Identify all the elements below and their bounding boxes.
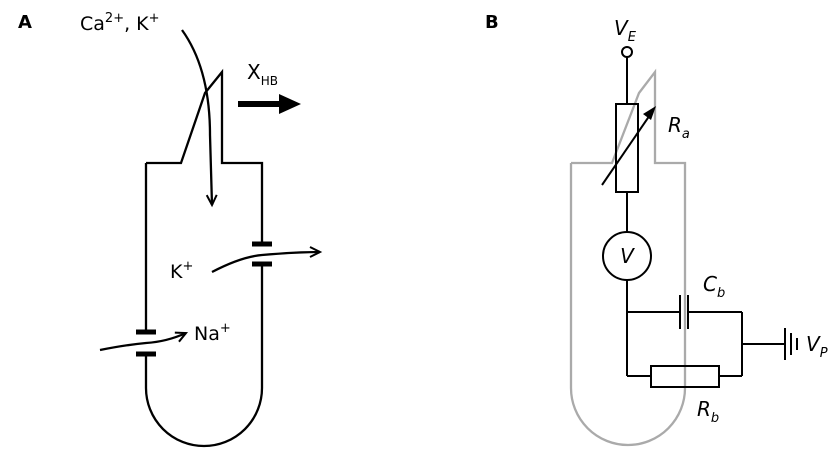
influx-arrow <box>181 29 218 208</box>
cb-label: Cb <box>703 272 725 301</box>
na-channel-label: Na+ <box>194 321 231 345</box>
vp-label: VP <box>806 332 828 361</box>
influx-label: Ca2+, K+ <box>80 11 160 35</box>
rb-label: Rb <box>697 397 719 426</box>
ve-label: VE <box>614 16 637 45</box>
panel-b-label: B <box>485 12 499 33</box>
na-channel-arrow <box>99 331 189 352</box>
secretion-arrowhead <box>279 94 301 114</box>
ra-label: Ra <box>668 113 690 142</box>
panel-a-label: A <box>18 12 32 33</box>
ground-icon <box>784 328 798 360</box>
ra-variable-arrowhead <box>643 106 656 120</box>
hair-cell-outline-grey <box>569 68 687 447</box>
ra-variable-arrow <box>601 111 653 186</box>
k-channel-arrow <box>211 246 323 274</box>
ve-terminal <box>621 46 633 58</box>
k-channel-label: K+ <box>170 259 193 283</box>
hair-cell-outline <box>144 68 264 448</box>
secretion-label: XHB <box>247 60 278 88</box>
voltmeter-label: V <box>620 244 635 268</box>
